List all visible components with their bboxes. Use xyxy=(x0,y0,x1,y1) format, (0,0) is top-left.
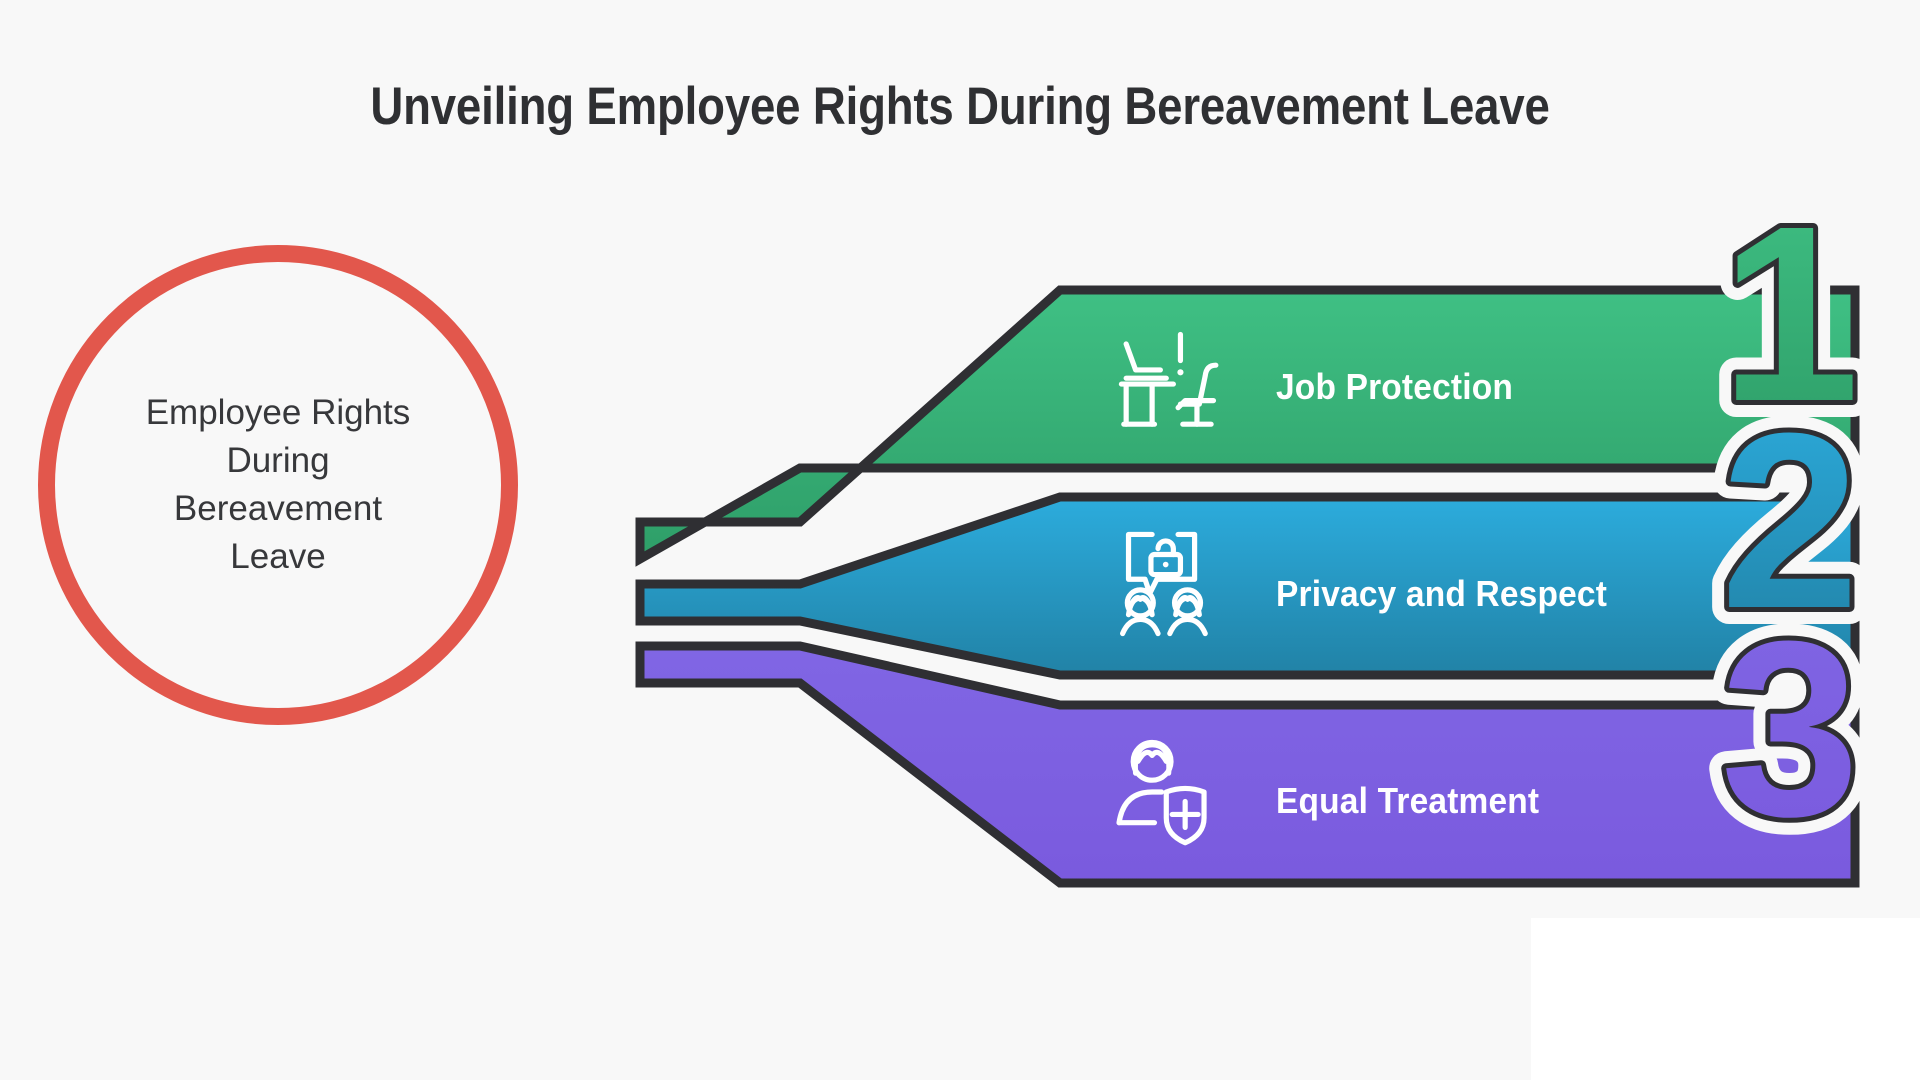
number-1-glyph: 1 xyxy=(1720,174,1859,453)
page-title: Unveiling Employee Rights During Bereave… xyxy=(370,77,1550,136)
desk-chair-alert-icon xyxy=(1118,331,1219,427)
band-equal-treatment[interactable] xyxy=(635,641,1860,888)
lock-chat-people-icon xyxy=(1120,531,1208,637)
band-2-label: Privacy and Respect xyxy=(1276,573,1608,614)
band-job-protection[interactable] xyxy=(635,285,1860,567)
person-shield-plus-icon xyxy=(1116,739,1207,846)
number-2-glyph: 2 xyxy=(1720,381,1859,660)
band-numbers-group: 1 1 2 2 3 3 xyxy=(1703,157,1876,885)
band-3-shape xyxy=(635,641,1860,888)
central-circle-label: Employee Rights During Bereavement Leave xyxy=(145,393,411,576)
band-privacy-and-respect[interactable] xyxy=(635,492,1860,680)
band-1-shape xyxy=(635,285,1860,567)
band-2-shape xyxy=(635,492,1860,680)
number-3-halo: 3 xyxy=(1720,589,1859,868)
white-overlay-patch xyxy=(1531,918,1920,1080)
number-2-halo: 2 xyxy=(1720,381,1859,660)
band-1-label: Job Protection xyxy=(1276,366,1513,407)
number-3-glyph: 3 xyxy=(1720,589,1859,868)
band-3-label: Equal Treatment xyxy=(1276,780,1540,821)
number-1-halo: 1 xyxy=(1720,174,1859,453)
